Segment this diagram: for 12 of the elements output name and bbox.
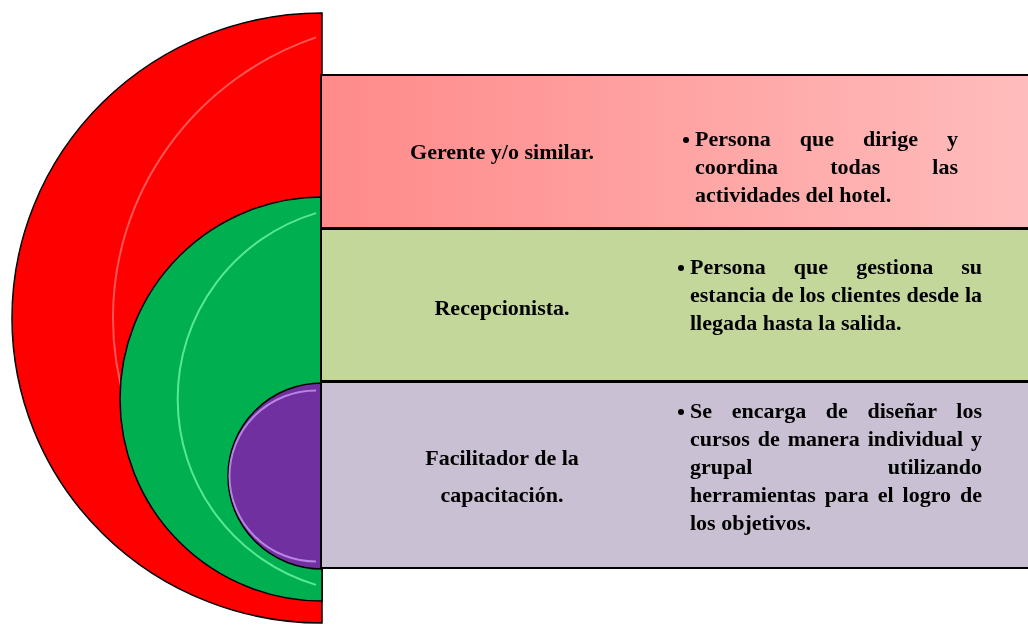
row-band	[320, 228, 1028, 382]
semicircle-shape	[228, 383, 322, 569]
role-title: Facilitador de la capacitación.	[424, 443, 580, 509]
role-title: Gerente y/o similar.	[409, 138, 595, 167]
semicircle-shape	[120, 197, 322, 601]
semicircle-shape	[12, 13, 322, 623]
row-band	[320, 381, 1028, 569]
role-description: Se encarga de diseñar los cursos de manera individual y grupal utilizando herramientas para el logro de los objetivos.	[690, 397, 982, 537]
row-band	[320, 74, 1028, 229]
role-title: Recepcionista.	[433, 294, 571, 323]
role-description: Persona que gestiona su estancia de los clientes desde la llegada hasta la salida.	[690, 253, 982, 337]
role-description: Persona que dirige y coordina todas las actividades del hotel.	[695, 125, 958, 209]
